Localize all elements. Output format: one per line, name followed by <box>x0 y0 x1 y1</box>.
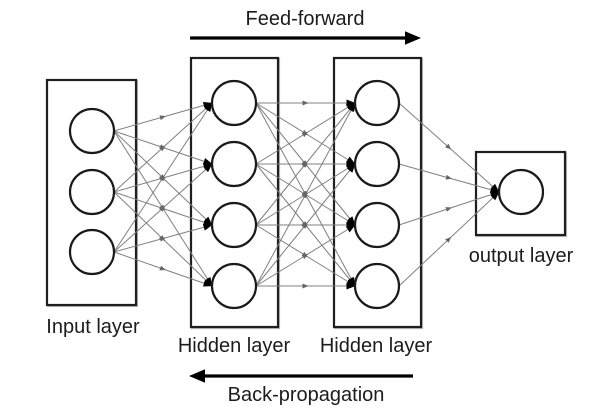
node-hidden1-4 <box>210 262 258 310</box>
node-hidden1-3 <box>210 201 258 249</box>
node-hidden2-2 <box>353 140 401 188</box>
node-output-1 <box>497 168 545 216</box>
connection-input-to-hidden1 <box>113 223 213 253</box>
layer-label-hidden2: Hidden layer <box>319 335 433 357</box>
node-hidden2-1 <box>353 79 401 127</box>
node-input-1 <box>68 107 116 155</box>
connection-hidden2-to-output <box>398 191 500 287</box>
connection-hidden2-to-output <box>398 163 500 194</box>
node-hidden2-3 <box>353 201 401 249</box>
feed-forward-label: Feed-forward <box>245 8 365 30</box>
layer-label-hidden1: Hidden layer <box>177 335 291 357</box>
node-input-2 <box>68 168 116 216</box>
layer-label-input: Input layer <box>46 316 140 338</box>
back-propagation-arrowhead-icon <box>189 369 205 383</box>
connection-input-to-hidden1 <box>113 251 213 287</box>
connection-input-to-hidden1 <box>113 163 213 253</box>
layer-label-output: output layer <box>468 245 574 267</box>
back-propagation-label: Back-propagation <box>227 384 385 406</box>
node-hidden2-4 <box>353 262 401 310</box>
connection-hidden1-to-hidden2 <box>255 224 356 287</box>
node-input-3 <box>68 228 116 276</box>
node-hidden1-1 <box>210 79 258 127</box>
node-hidden1-2 <box>210 140 258 188</box>
feed-forward-arrowhead-icon <box>405 31 421 45</box>
